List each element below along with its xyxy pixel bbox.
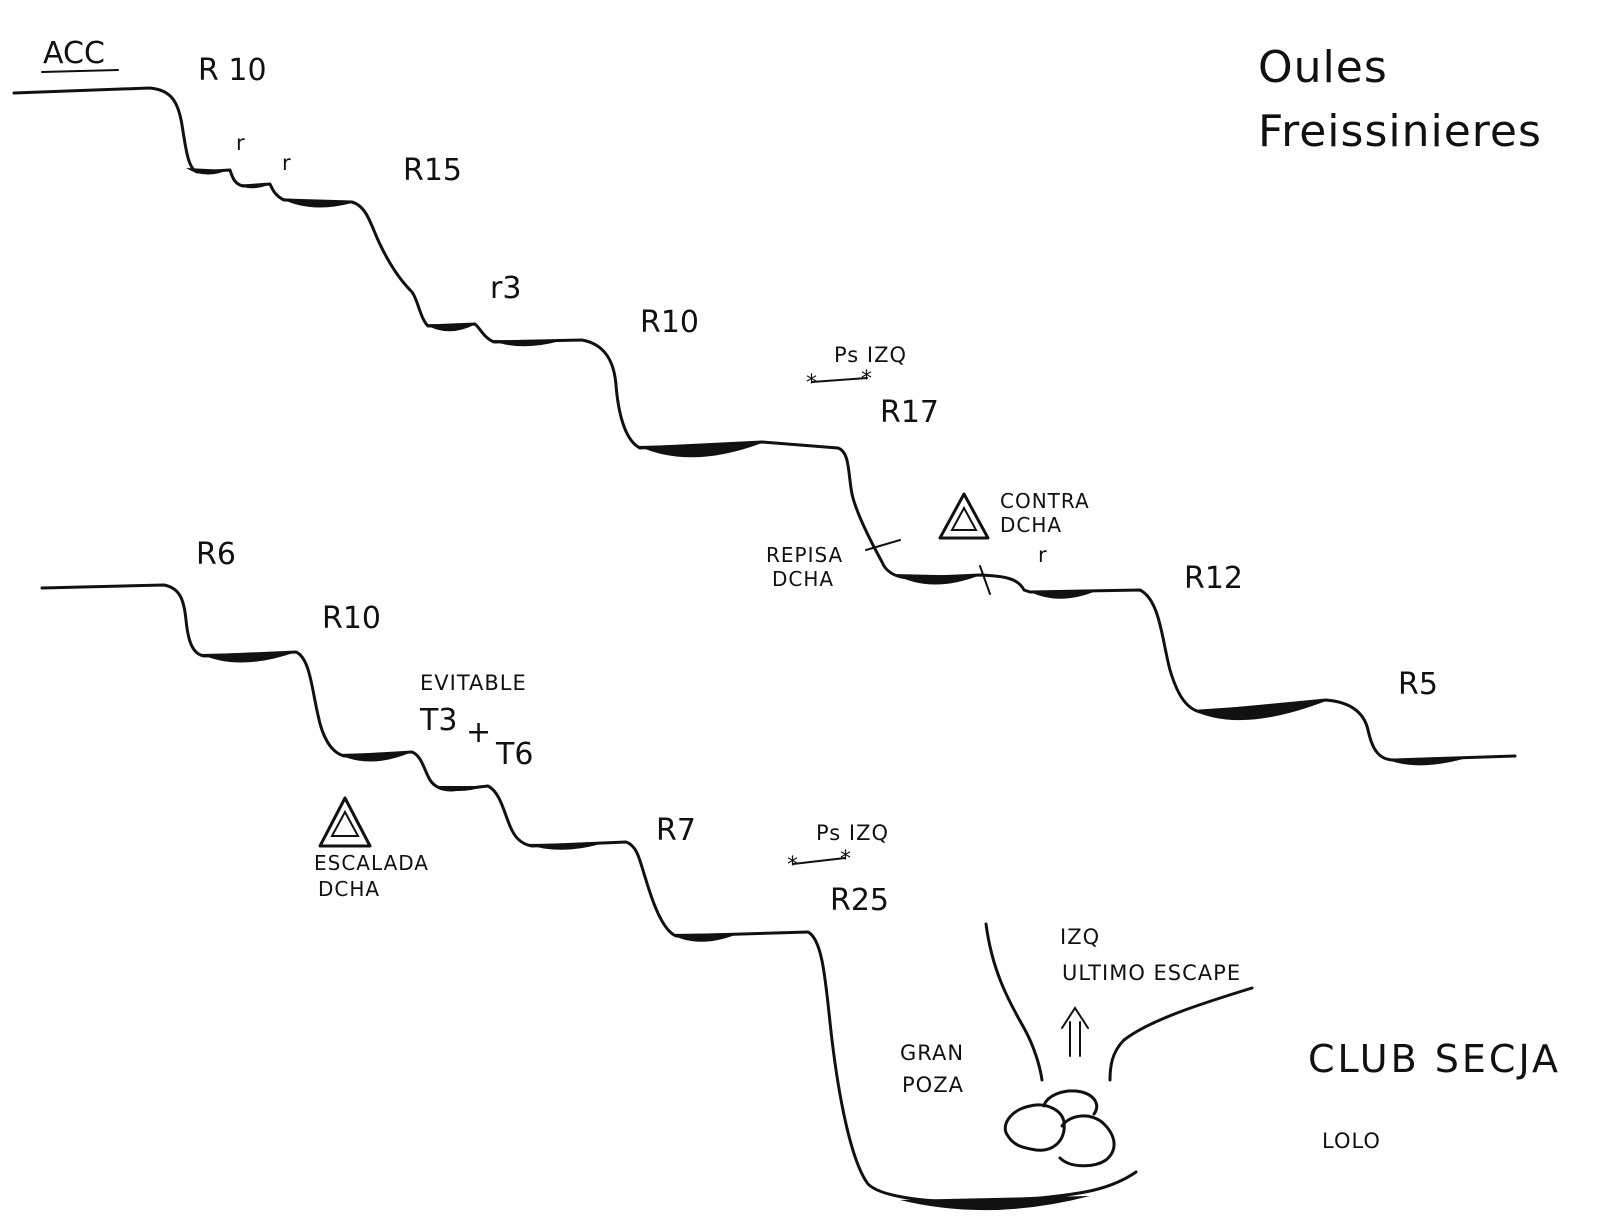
- boulder-right: [1058, 1114, 1116, 1168]
- upper-pool-5: [490, 340, 560, 347]
- repisa-marker-faint: [979, 565, 991, 595]
- label-r7: R7: [656, 813, 696, 848]
- label-r10-top: R 10: [198, 53, 267, 88]
- passamano-upper-line: [811, 377, 868, 383]
- label-evitable: EVITABLE: [420, 671, 527, 695]
- up-arrow-icon: [1061, 1006, 1089, 1057]
- escape-wall-left: [984, 922, 1044, 1082]
- label-acc: ACC: [43, 36, 105, 71]
- anchor-star-icon: *: [840, 847, 851, 872]
- lower-pool-4: [526, 843, 604, 850]
- label-izq: IZQ: [1060, 925, 1100, 949]
- upper-pool-6: [638, 443, 762, 458]
- label-r10-lower: R10: [322, 601, 381, 636]
- anchor-star-icon: *: [861, 367, 872, 392]
- escape-wall-right: [1108, 986, 1254, 1082]
- upper-pool-9: [1192, 701, 1326, 721]
- lower-pool-6: [900, 1196, 1090, 1211]
- upper-pool-7: [894, 574, 978, 585]
- label-r25: R25: [830, 883, 889, 918]
- lower-profile-line: [40, 583, 1138, 1204]
- label-gran: GRAN: [900, 1041, 964, 1065]
- lower-pool-5: [670, 933, 740, 942]
- label-ps-izq-lower: Ps IZQ: [816, 821, 889, 845]
- label-t6: T6: [495, 737, 533, 772]
- lower-profile: [40, 583, 1138, 1211]
- upper-profile: [12, 86, 1517, 766]
- warning-triangle-icon: [938, 492, 990, 540]
- passamano-upper: * *: [806, 367, 872, 396]
- label-r5: R5: [1398, 667, 1438, 702]
- label-r-small: r: [236, 131, 246, 155]
- label-r15: R15: [403, 153, 462, 188]
- boulder-left: [1003, 1103, 1066, 1152]
- warning-triangle-icon: [318, 796, 372, 848]
- upper-pool-1: [186, 168, 228, 175]
- label-r17: R17: [880, 395, 939, 430]
- label-poza: POZA: [902, 1073, 964, 1097]
- label-repisa: REPISA: [766, 543, 843, 567]
- label-r3: r3: [490, 271, 521, 306]
- boulder-top: [1042, 1089, 1099, 1116]
- anchor-star-icon: *: [787, 853, 798, 878]
- credit-author: LOLO: [1322, 1129, 1381, 1153]
- label-repisa-dcha: DCHA: [772, 567, 834, 591]
- upper-pool-2: [236, 184, 268, 189]
- anchor-star-icon: *: [806, 371, 817, 396]
- passamano-lower-line: [792, 857, 846, 865]
- label-escalada: ESCALADA: [314, 851, 429, 875]
- title-line-2: Freissinieres: [1258, 106, 1542, 157]
- upper-profile-line: [12, 86, 1517, 762]
- label-r12: R12: [1184, 561, 1243, 596]
- label-ps-izq: Ps IZQ: [834, 343, 907, 367]
- lower-pool-1: [200, 652, 296, 663]
- boulders: [1003, 1089, 1116, 1168]
- upper-pool-10: [1388, 757, 1470, 766]
- credit-club: CLUB SECJA: [1308, 1037, 1561, 1081]
- label-r-small: r: [282, 151, 292, 175]
- label-r10-mid: R10: [640, 305, 699, 340]
- upper-pool-3: [280, 198, 352, 208]
- label-plus: +: [466, 715, 491, 750]
- escape-exit: [984, 922, 1254, 1082]
- label-contra: CONTRA: [1000, 489, 1090, 513]
- label-contra-dcha: DCHA: [1000, 513, 1062, 537]
- upper-pool-8: [1030, 591, 1096, 599]
- label-escalada-dcha: DCHA: [318, 877, 380, 901]
- upper-pool-4: [424, 324, 474, 332]
- acc-underline: [41, 69, 119, 73]
- lower-pool-3: [434, 786, 488, 791]
- label-ultimo-escape: ULTIMO ESCAPE: [1062, 961, 1241, 985]
- lower-pool-2: [338, 752, 412, 762]
- repisa-marker: [865, 539, 901, 551]
- label-r6: R6: [196, 537, 236, 572]
- label-t3: T3: [419, 703, 457, 738]
- title-line-1: Oules: [1258, 42, 1388, 93]
- passamano-lower: * *: [787, 847, 851, 878]
- label-r-small: r: [1038, 543, 1048, 567]
